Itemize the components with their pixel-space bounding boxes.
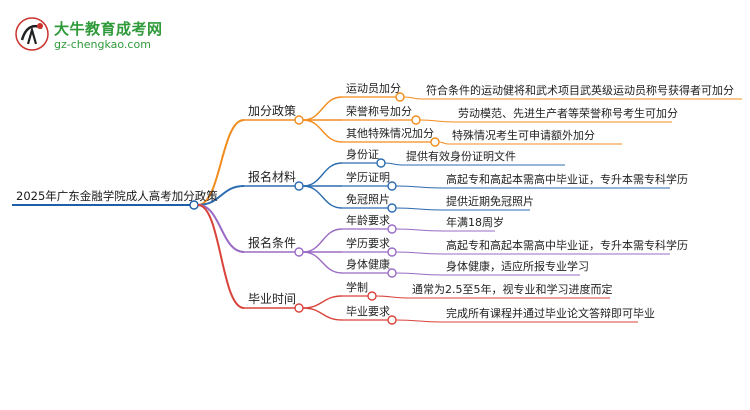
category-node-dot [294,181,304,191]
sub-connector [302,295,343,309]
category-node-dot [294,247,304,257]
sub-connector [302,119,343,143]
sub-connector [302,185,343,209]
logo-mark-icon [15,17,49,51]
category-label: 毕业时间 [248,292,297,306]
site-logo: 大牛教育成考网 gz-chengkao.com [14,14,162,54]
leaf-connector [395,319,443,323]
subtopic-node-dot [367,291,377,301]
sub-connector [302,162,343,187]
leaf-connector [419,119,455,123]
leaf-connector [375,295,409,299]
subtopic-label: 身份证 [346,148,379,161]
leaf-text: 符合条件的运动健将和武术项目武英级运动员称号获得者可加分 [426,84,734,97]
leaf-connector [438,141,449,145]
category-node-dot [294,303,304,313]
sub-connector [302,96,343,121]
subtopic-label: 免冠照片 [346,193,390,206]
subtopic-label: 学制 [346,281,368,294]
subtopic-label: 身体健康 [346,258,390,271]
leaf-connector [395,207,443,211]
subtopic-label: 学历证明 [346,171,390,184]
leaf-connector [384,162,403,166]
leaf-text: 特殊情况考生可申请额外加分 [452,129,595,142]
category-label: 加分政策 [248,104,297,118]
sub-connector [302,251,343,274]
leaf-text: 完成所有课程并通过毕业论文答辩即可毕业 [446,307,655,320]
sub-connector [302,307,343,321]
subtopic-node-dot [411,115,421,125]
leaf-text: 年满18周岁 [446,216,504,229]
leaf-text: 高起专和高起本需高中毕业证，专升本需专科学历 [446,173,688,186]
leaf-text: 提供有效身份证明文件 [406,150,516,163]
category-node-dot [294,115,304,125]
leaf-connector [395,185,443,189]
branch-connector [197,185,245,206]
leaf-connector [403,96,423,100]
root-topic: 2025年广东金融学院成人高考加分政策 [16,189,218,203]
logo-title: 大牛教育成考网 [54,20,163,38]
category-label: 报名材料 [248,170,297,184]
sub-connector [302,228,343,253]
leaf-text: 提供近期免冠照片 [446,195,534,208]
leaf-text: 身体健康，适应所报专业学习 [446,260,589,273]
leaf-text: 高起专和高起本需高中毕业证，专升本需专科学历 [446,239,688,252]
leaf-text: 劳动模范、先进生产者等荣誉称号考生可加分 [458,107,678,120]
leaf-connector [395,228,443,232]
subtopic-label: 其他特殊情况加分 [346,127,434,140]
category-label: 报名条件 [248,236,297,250]
branch-connector [197,204,245,309]
subtopic-label: 荣誉称号加分 [346,105,412,118]
branch-connector [197,119,245,206]
logo-url: gz-chengkao.com [54,38,151,51]
subtopic-label: 学历要求 [346,237,390,250]
leaf-text: 通常为2.5至5年，视专业和学习进度而定 [412,283,613,296]
leaf-connector [395,251,443,255]
subtopic-label: 运动员加分 [346,82,401,95]
leaf-connector [395,272,443,276]
subtopic-label: 年龄要求 [346,214,390,227]
subtopic-label: 毕业要求 [346,305,390,318]
branch-connector [197,204,245,253]
